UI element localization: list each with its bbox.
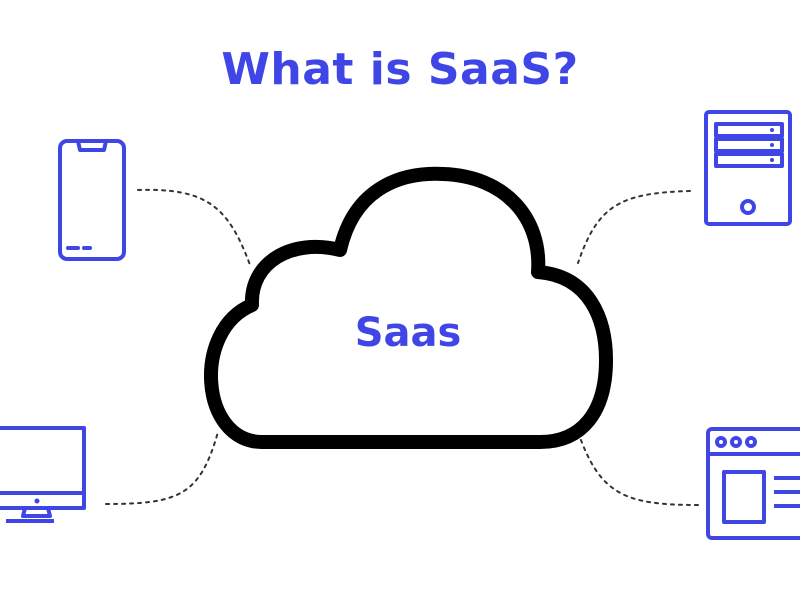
connector-bottom-left — [105, 431, 219, 505]
smartphone-icon — [58, 139, 126, 261]
server-tower-icon — [704, 110, 792, 226]
connector-bottom-right — [577, 431, 699, 506]
browser-window-icon — [706, 427, 800, 540]
desktop-monitor-icon — [0, 426, 86, 523]
cloud-shape — [204, 166, 613, 449]
cloud-label: Saas — [354, 310, 462, 356]
connector-top-left — [137, 188, 251, 266]
connector-top-right — [577, 190, 691, 264]
page-title: What is SaaS? — [221, 44, 579, 95]
